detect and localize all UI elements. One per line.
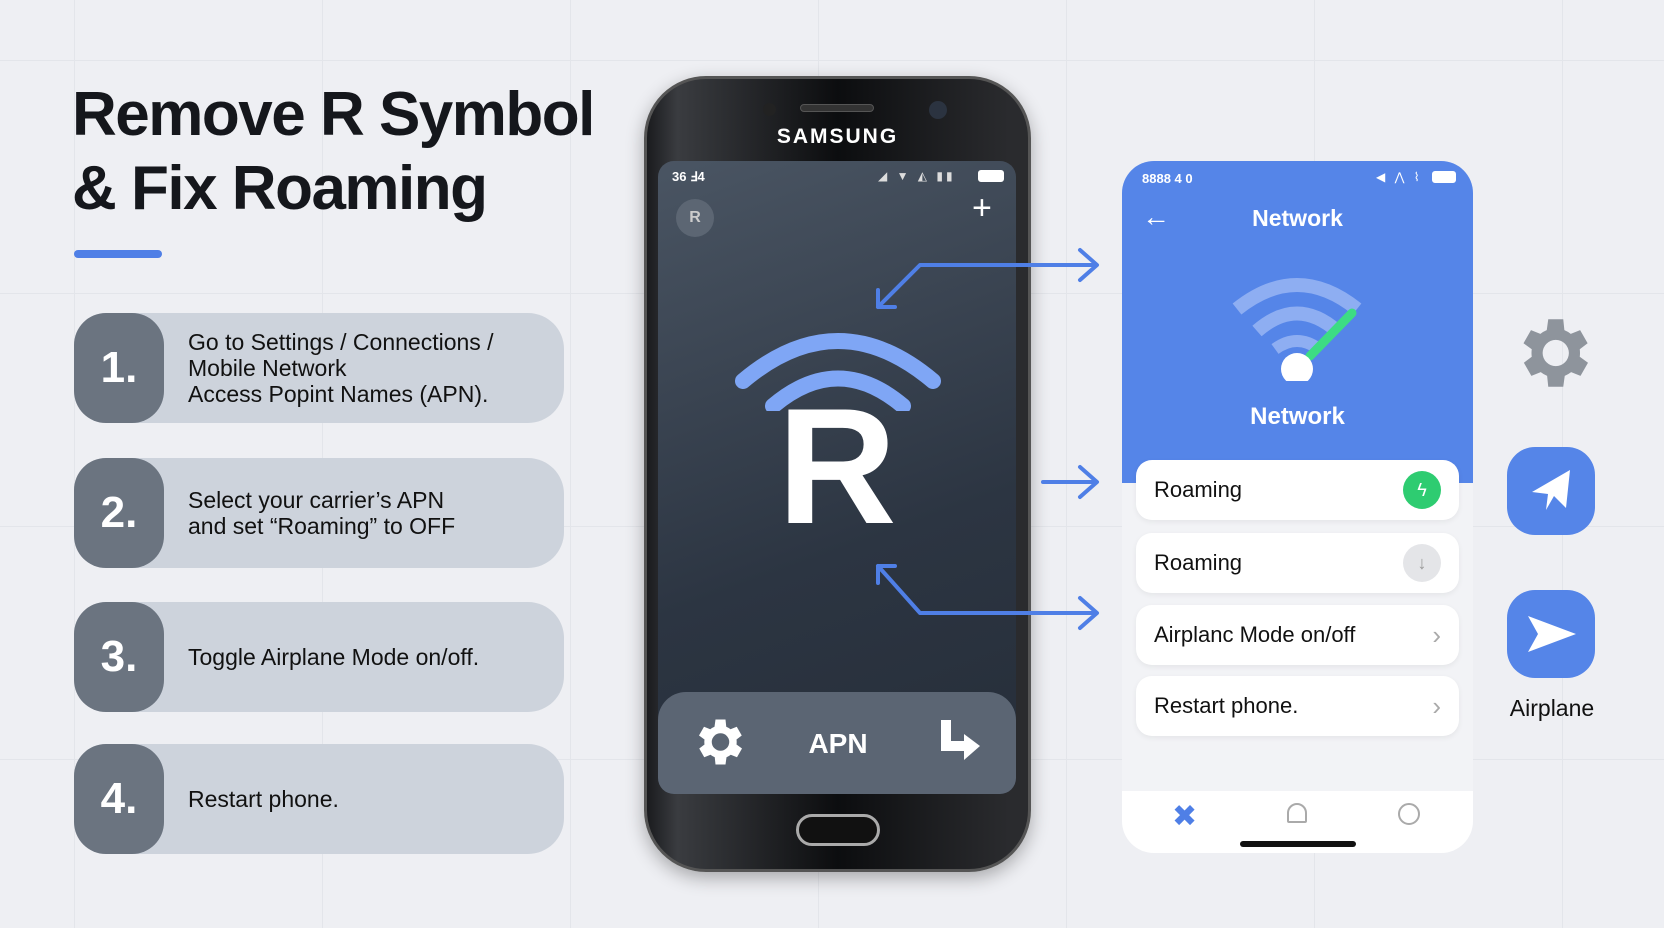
step-2: 2. Select your carrier’s APN and set “Roa… — [74, 458, 564, 568]
row-label: Roaming — [1154, 550, 1243, 575]
paper-plane-icon — [1532, 470, 1570, 510]
step-number: 4. — [74, 744, 164, 854]
hero-label: Network — [1250, 403, 1345, 430]
airplane-mode-row[interactable]: Airplanc Mode on/off › — [1136, 605, 1459, 665]
home-indicator — [1240, 841, 1356, 847]
roaming-toggle-on-row[interactable]: Roaming ϟ — [1136, 460, 1459, 520]
sensor-icon — [763, 103, 776, 116]
page-title: Remove R Symbol& Fix Roaming — [72, 78, 595, 226]
step-number: 2. — [74, 458, 164, 568]
status-time: 36 Ⅎ4 — [672, 169, 705, 184]
apn-label[interactable]: APN — [808, 728, 868, 759]
step-text: Select your carrier’s APN and set “Roami… — [188, 487, 456, 539]
toggle-off-icon[interactable]: ↓ — [1403, 544, 1441, 582]
send-tile[interactable] — [1507, 590, 1595, 678]
nav-home-icon[interactable]: ✖ — [1172, 800, 1198, 833]
step-text: Go to Settings / Connections / Mobile Ne… — [188, 329, 494, 407]
toggle-on-icon[interactable]: ϟ — [1403, 471, 1441, 509]
step-1: 1. Go to Settings / Connections / Mobile … — [74, 313, 564, 423]
add-icon[interactable]: + — [972, 189, 992, 227]
panel-status-time: 8888 4 0 — [1142, 171, 1193, 186]
forward-arrow-icon[interactable] — [936, 716, 986, 770]
roaming-toggle-off-row[interactable]: Roaming ↓ — [1136, 533, 1459, 593]
roaming-r-symbol: R — [777, 374, 897, 558]
row-label: Airplanc Mode on/off — [1154, 622, 1356, 647]
step-number: 3. — [74, 602, 164, 712]
send-icon — [1528, 616, 1576, 652]
panel-status-icons: ◀ ⋀ ⌇ — [1376, 170, 1423, 184]
row-label: Roaming — [1154, 477, 1243, 502]
back-arrow-icon[interactable]: ← — [1142, 201, 1170, 232]
title-line-1: Remove R Symbol — [72, 80, 595, 149]
restart-phone-row[interactable]: Restart phone. › — [1136, 676, 1459, 736]
arrow-top — [876, 263, 1097, 309]
home-button[interactable] — [796, 814, 880, 846]
airplane-label: Airplane — [1509, 695, 1595, 721]
airplane-mode-tile[interactable] — [1507, 447, 1595, 535]
phone-dock: APN — [658, 692, 1016, 794]
gear-icon — [1523, 319, 1588, 387]
panel-title: Network — [1252, 205, 1343, 231]
title-underline — [74, 250, 162, 258]
chevron-right-icon: › — [1432, 690, 1441, 721]
speaker-grille — [800, 104, 874, 112]
settings-gear-icon[interactable] — [688, 712, 748, 772]
step-text: Restart phone. — [188, 786, 339, 812]
wifi-icon — [1232, 278, 1362, 381]
panel-battery-icon — [1432, 171, 1456, 183]
front-camera-icon — [929, 101, 947, 119]
row-label: Restart phone. — [1154, 693, 1299, 718]
chevron-right-icon: › — [1432, 619, 1441, 650]
arrow-bottom — [876, 564, 1097, 615]
title-line-2: & Fix Roaming — [72, 154, 488, 223]
nav-notifications-icon[interactable] — [1287, 803, 1307, 823]
step-3: 3. Toggle Airplane Mode on/off. — [74, 602, 564, 712]
step-number: 1. — [74, 313, 164, 423]
nav-history-icon[interactable] — [1398, 803, 1420, 825]
brand-logo: SAMSUNG — [776, 125, 899, 148]
profile-icon[interactable]: R — [676, 199, 714, 237]
step-text: Toggle Airplane Mode on/off. — [188, 644, 480, 670]
step-4: 4. Restart phone. — [74, 744, 564, 854]
signal-arcs-icon — [735, 333, 941, 411]
battery-icon — [978, 170, 1004, 182]
bottom-nav: ✖ — [1122, 791, 1473, 853]
panel-header — [1122, 161, 1473, 483]
status-icons: ◢ ▼ ◭ ▮▮ — [878, 169, 956, 183]
